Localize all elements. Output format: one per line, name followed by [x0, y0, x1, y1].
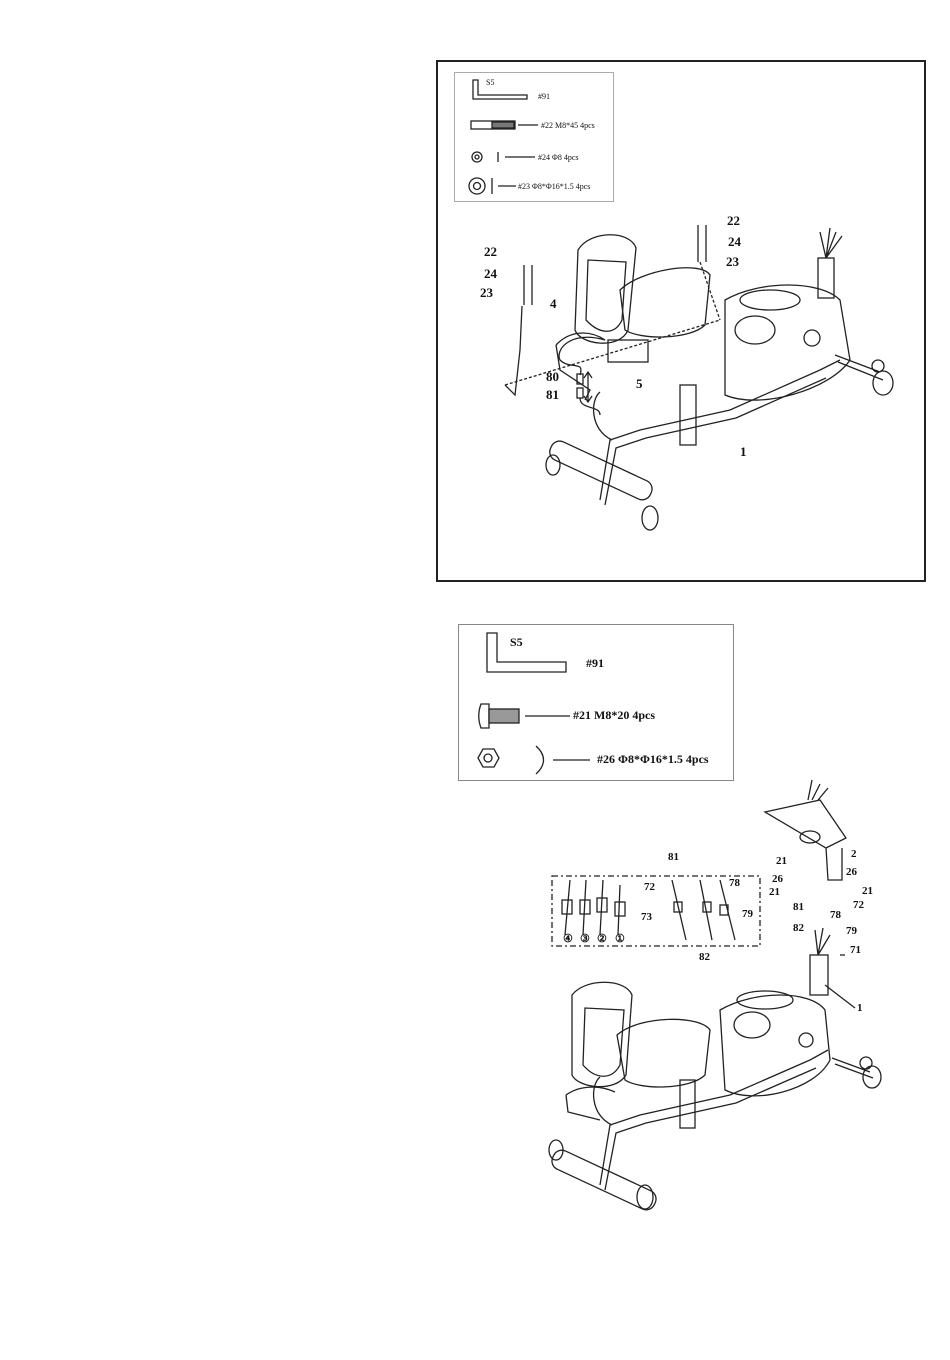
inset-callout-3: ③: [580, 932, 590, 945]
callout-23-right: 23: [726, 254, 739, 270]
callout-79: 79: [846, 925, 857, 937]
step1-wrench-size: S5: [486, 78, 494, 87]
step2-bike-drawing: [549, 780, 881, 1213]
allen-wrench-icon: [473, 80, 527, 99]
step2-wrench-size: S5: [510, 635, 523, 650]
callout-22-left: 22: [484, 244, 497, 260]
step2-wrench-part: #91: [586, 656, 604, 671]
callout-26-left: 26: [772, 873, 783, 885]
inset-callout-72: 72: [644, 881, 655, 893]
inset-callout-82: 82: [699, 951, 710, 963]
callout-4: 4: [550, 296, 557, 312]
inset-callout-4: ④: [563, 932, 573, 945]
callout-1: 1: [740, 444, 747, 460]
callout-78: 78: [830, 909, 841, 921]
callout-81: 81: [546, 387, 559, 403]
inset-callout-81: 81: [668, 851, 679, 863]
callout-72: 72: [853, 899, 864, 911]
callout-5: 5: [636, 376, 643, 392]
inset-callout-73: 73: [641, 911, 652, 923]
step1-spring-washer-label: #24 Φ8 4pcs: [538, 153, 579, 162]
step1-bike-drawing: [505, 225, 893, 530]
inset-callout-78: 78: [729, 877, 740, 889]
callout-21-right: 21: [862, 885, 873, 897]
flat-washer-icon: [469, 178, 485, 194]
spring-washer-icon: [472, 152, 482, 162]
step1-wrench-part: #91: [538, 92, 550, 101]
callout-82: 82: [793, 922, 804, 934]
callout-81: 81: [793, 901, 804, 913]
callout-26-right: 26: [846, 866, 857, 878]
callout-24-right: 24: [728, 234, 741, 250]
callout-23-left: 23: [480, 285, 493, 301]
callout-1: 1: [857, 1002, 863, 1014]
callout-2: 2: [851, 848, 857, 860]
step2-washer-label: #26 Φ8*Φ16*1.5 4pcs: [597, 752, 709, 767]
step1-bolt-label: #22 M8*45 4pcs: [541, 121, 595, 130]
step2-bolt-label: #21 M8*20 4pcs: [573, 708, 655, 723]
callout-80: 80: [546, 369, 559, 385]
callout-21-left: 21: [769, 886, 780, 898]
callout-21-top: 21: [776, 855, 787, 867]
inset-callout-2: ②: [597, 932, 607, 945]
callout-24-left: 24: [484, 266, 497, 282]
step1-flat-washer-label: #23 Φ8*Φ16*1.5 4pcs: [518, 182, 590, 191]
callout-71: 71: [850, 944, 861, 956]
inset-callout-1: ①: [615, 932, 625, 945]
inset-callout-79: 79: [742, 908, 753, 920]
callout-22-right: 22: [727, 213, 740, 229]
